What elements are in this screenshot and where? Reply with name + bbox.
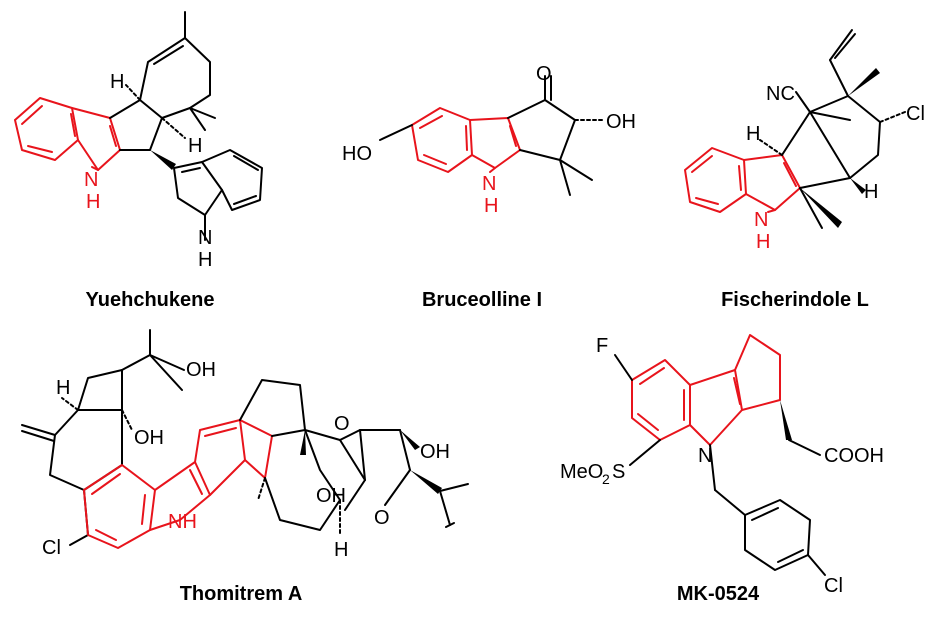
thomitrem-oh-ring: OH — [316, 485, 346, 507]
fischerindole-h1: H — [746, 123, 760, 145]
thomitrem-structure — [21, 329, 469, 549]
mk0524-structure — [614, 334, 826, 576]
bruceolline-h: H — [484, 195, 498, 217]
yuehchukene-h1: H — [110, 71, 124, 93]
fischerindole-h: H — [756, 231, 770, 253]
mk0524-n: N — [698, 445, 712, 467]
bruceolline-indole-core — [411, 107, 521, 173]
thomitrem-oh-mid: OH — [134, 427, 164, 449]
yuehchukene-indole-h: H — [198, 249, 212, 271]
fischerindole-name: Fischerindole L — [721, 289, 869, 311]
mk0524-subscript-2: 2 — [602, 471, 610, 487]
mk0524-meo: MeO — [560, 461, 603, 483]
fischerindole-indole-core — [684, 147, 801, 213]
yuehchukene-core-h: H — [86, 191, 100, 213]
thomitrem-oh-top: OH — [186, 359, 216, 381]
yuehchukene-core-n: N — [84, 169, 98, 191]
mk0524-cooh: COOH — [824, 445, 884, 467]
bruceolline-o-ketone: O — [536, 63, 552, 85]
bruceolline-structure — [379, 75, 606, 196]
fischerindole-n: N — [754, 209, 768, 231]
fischerindole-h2: H — [864, 181, 878, 203]
bruceolline-ho-left: HO — [342, 143, 372, 165]
thomitrem-name: Thomitrem A — [180, 583, 303, 605]
thomitrem-oh-right: OH — [420, 441, 450, 463]
yuehchukene-name: Yuehchukene — [86, 289, 215, 311]
fischerindole-nc: NC — [766, 83, 795, 105]
bruceolline-oh-right: OH — [606, 111, 636, 133]
thomitrem-indole-core — [83, 419, 273, 549]
bruceolline-n: N — [482, 173, 496, 195]
bruceolline-name: Bruceolline I — [422, 289, 542, 311]
yuehchukene-indole-n: N — [198, 227, 212, 249]
fischerindole-cl: Cl — [906, 103, 925, 125]
thomitrem-o-ring: O — [374, 507, 390, 529]
thomitrem-cl: Cl — [42, 537, 61, 559]
thomitrem-o-epoxide: O — [334, 413, 350, 435]
mk0524-sulfonyl-label: MeO 2 S — [560, 461, 625, 487]
yuehchukene-structure — [14, 11, 263, 241]
thomitrem-h-top: H — [56, 377, 70, 399]
mk0524-s: S — [612, 461, 625, 483]
yuehchukene-indole-core — [14, 97, 121, 171]
fischerindole-structure — [684, 29, 906, 229]
yuehchukene-h2: H — [188, 135, 202, 157]
mk0524-f: F — [596, 335, 608, 357]
thomitrem-nh: NH — [168, 511, 197, 533]
thomitrem-h-bottom: H — [334, 539, 348, 561]
mk0524-name: MK-0524 — [677, 583, 760, 605]
mk0524-indole-core — [631, 334, 781, 446]
mk0524-cl: Cl — [824, 575, 843, 597]
